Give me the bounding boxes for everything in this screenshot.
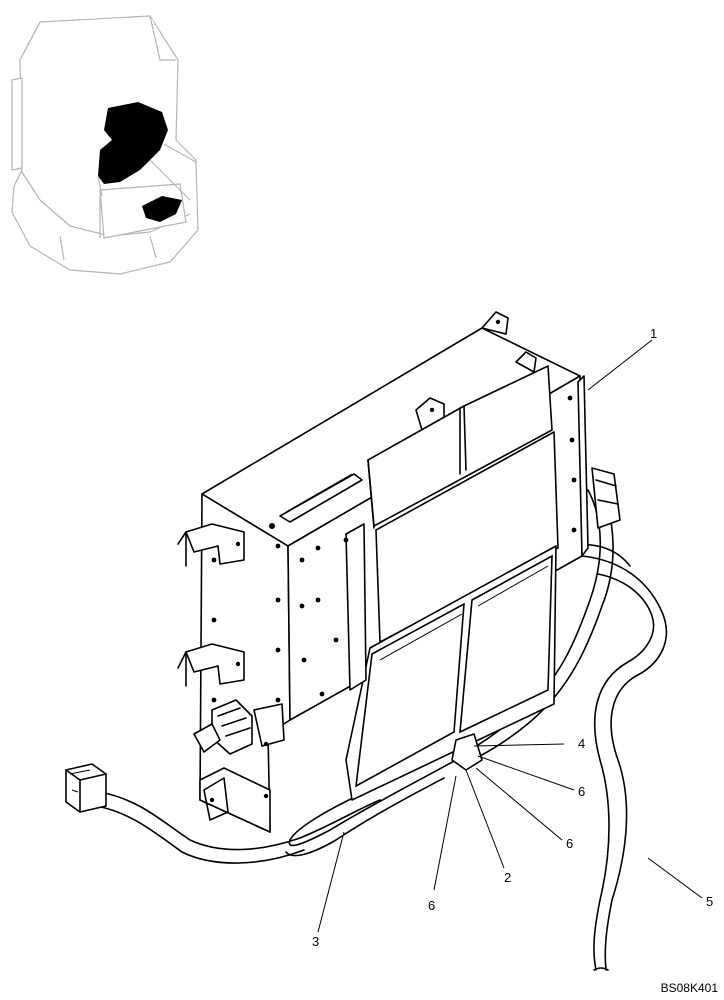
callout-6-middle: 6 — [566, 836, 573, 851]
callout-2: 2 — [504, 870, 511, 885]
bolt-holes — [209, 319, 577, 803]
leader-1 — [587, 339, 653, 391]
wire-harness — [65, 763, 381, 864]
reference-code: BS08K401 — [661, 981, 719, 995]
locator-highlight — [98, 102, 168, 184]
callouts: 1 2 3 4 5 6 6 6 — [312, 326, 713, 949]
callout-3: 3 — [312, 934, 319, 949]
leader-lines — [317, 339, 703, 933]
locator-thumbnail — [11, 15, 199, 275]
leader-4 — [473, 743, 565, 747]
leader-6a — [477, 755, 575, 791]
leader-5 — [647, 857, 703, 899]
fill-fitting — [193, 699, 285, 755]
hose-5 — [565, 544, 668, 971]
leader-3 — [317, 831, 345, 933]
oil-cooler-assembly — [177, 311, 621, 833]
callout-6-lower: 6 — [428, 898, 435, 913]
leader-6c — [433, 775, 457, 891]
leader-2 — [465, 769, 505, 869]
callout-4: 4 — [578, 736, 585, 751]
callout-5: 5 — [706, 894, 713, 909]
callout-6-upper: 6 — [578, 784, 585, 799]
leader-6b — [475, 767, 563, 841]
callout-1: 1 — [650, 326, 657, 341]
